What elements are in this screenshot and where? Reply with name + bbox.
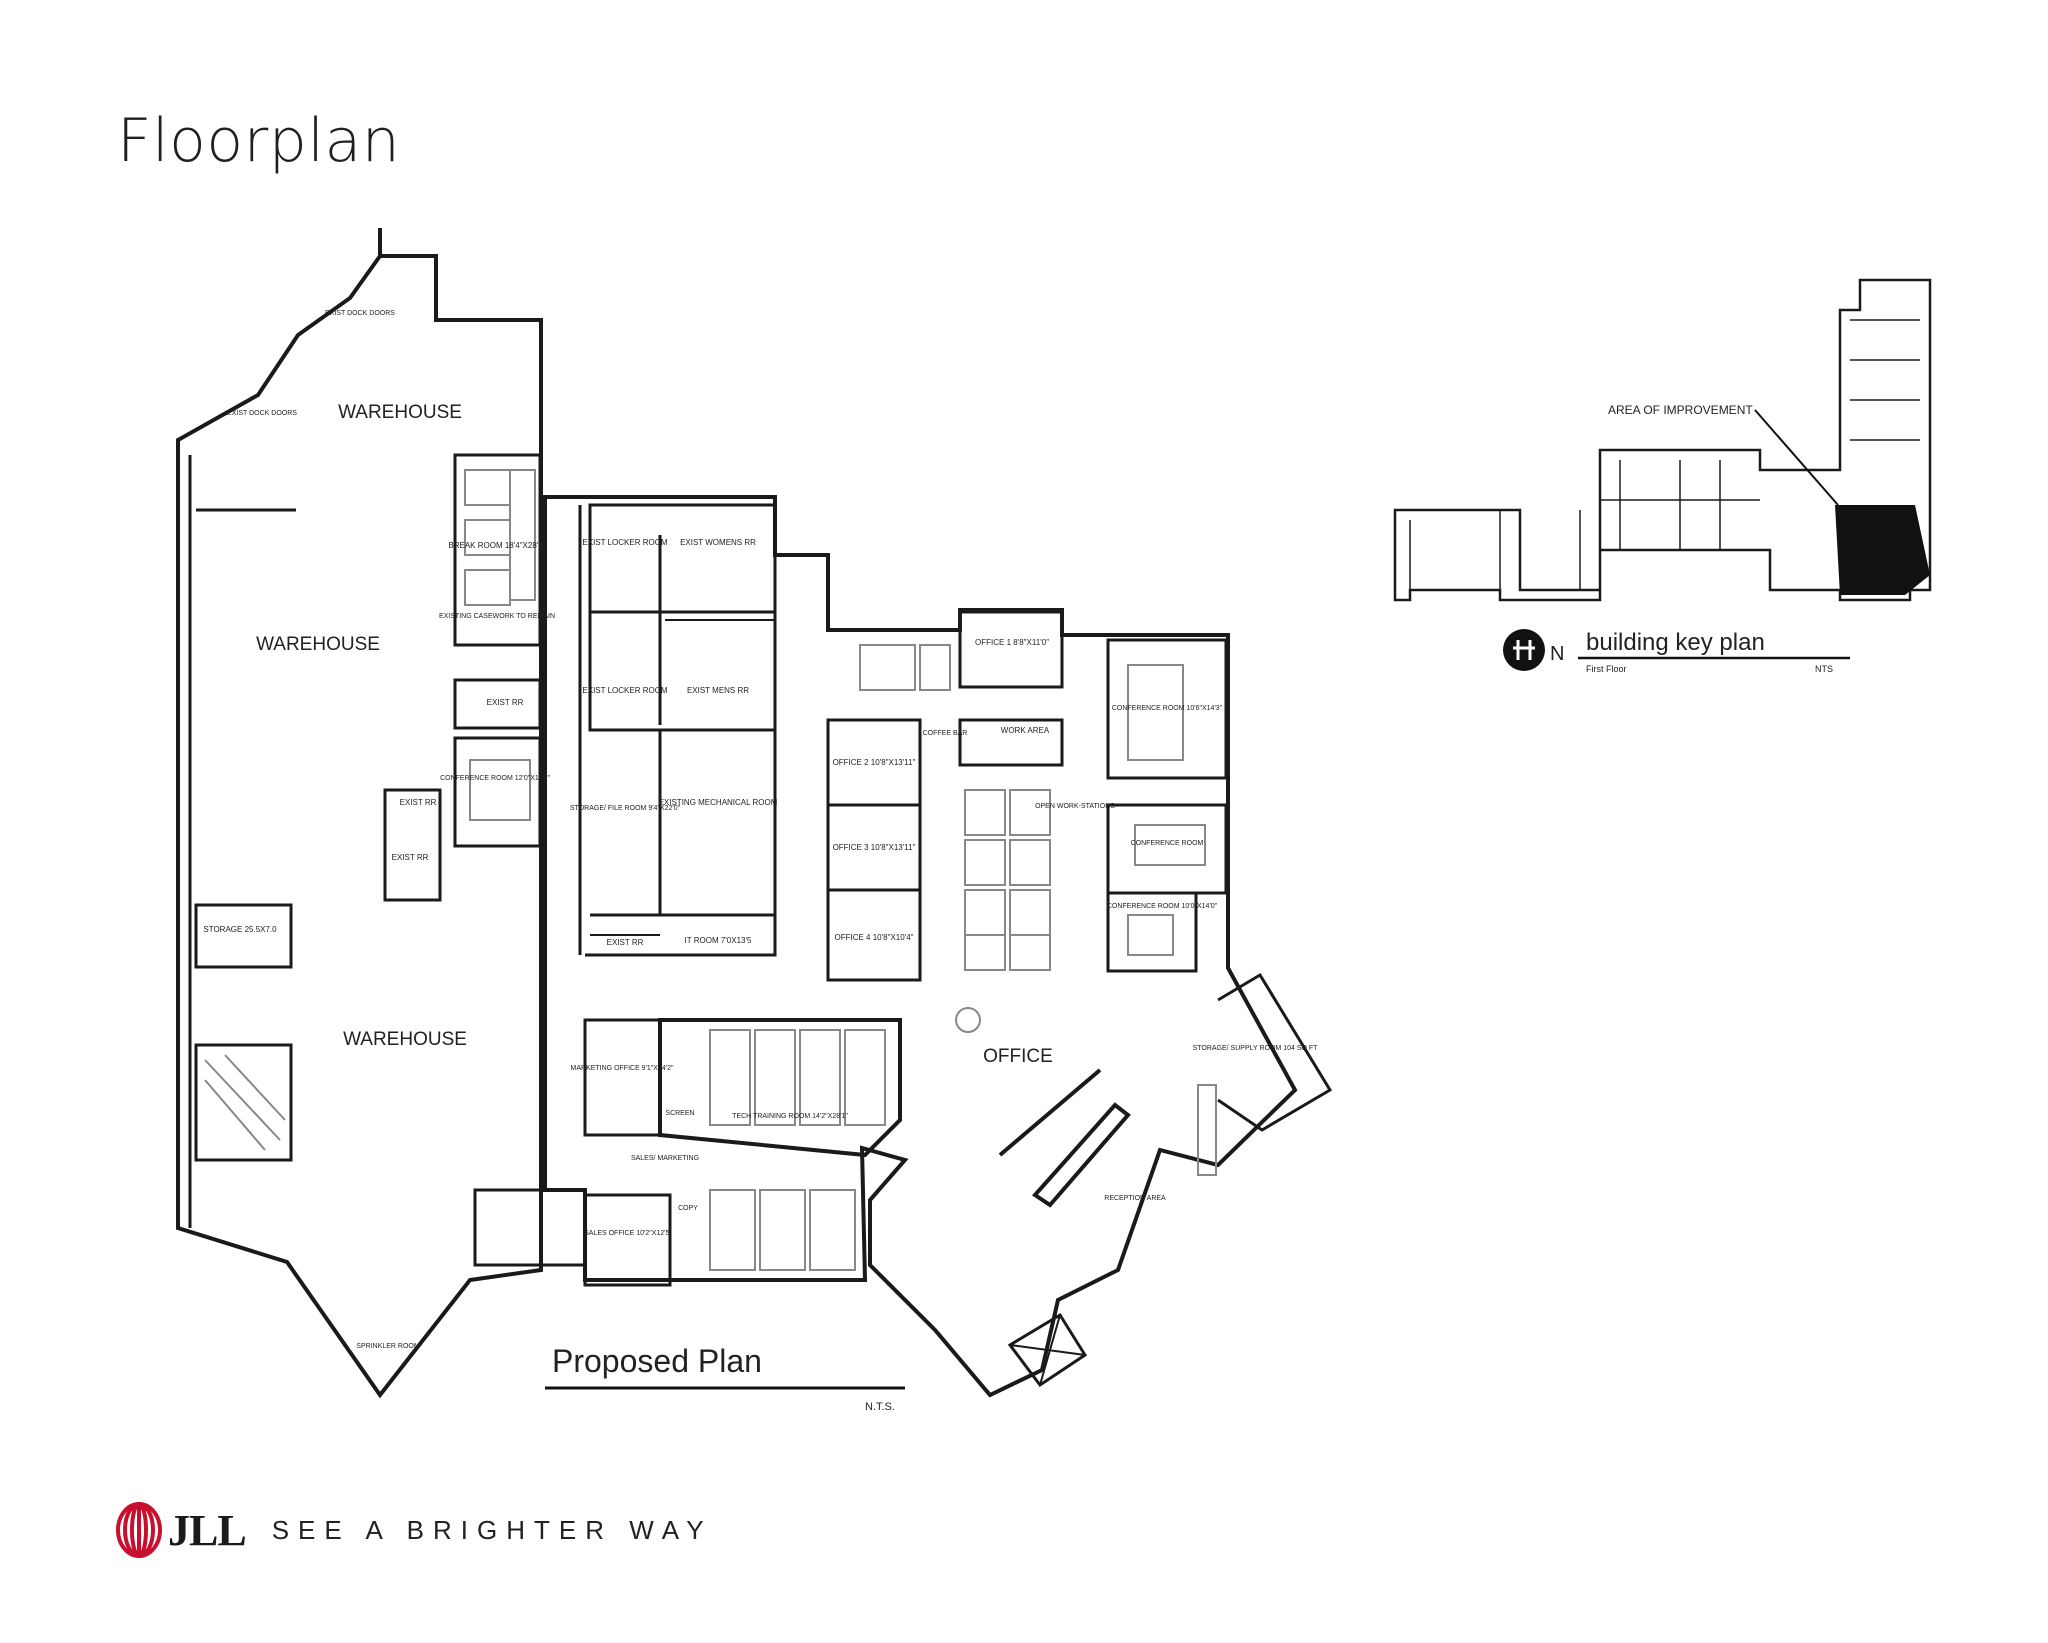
area-of-improvement-hatch xyxy=(1835,505,1930,595)
room-label-tech-training-room: TECH TRAINING ROOM 14'2"X28'1" xyxy=(732,1113,848,1120)
brand-tagline: SEE A BRIGHTER WAY xyxy=(271,1514,713,1545)
page-title: Floorplan xyxy=(117,106,401,176)
key-plan-drawing xyxy=(1393,278,1932,602)
room-label-conference-room-a: CONFERENCE ROOM 10'6"X14'3" xyxy=(1112,705,1223,712)
proposed-plan-title: Proposed Plan xyxy=(552,1343,762,1379)
room-label-coffee-bar: COFFEE BAR xyxy=(923,730,968,737)
room-label-office-3: OFFICE 3 10'8"X13'11" xyxy=(833,843,916,852)
room-label-existing-mechanical-room: EXISTING MECHANICAL ROOM xyxy=(659,798,778,807)
key-plan-callout: AREA OF IMPROVEMENT xyxy=(1608,403,1753,417)
furniture xyxy=(204,469,1217,1271)
room-label-sales-marketing: SALES/ MARKETING xyxy=(631,1155,699,1162)
room-label-warehouse-bottom: WAREHOUSE xyxy=(343,1029,467,1050)
jll-logo-icon xyxy=(116,1502,162,1558)
room-label-existing-dock-doors-a: EXIST DOCK DOORS xyxy=(325,310,395,317)
room-label-storage-supply-room: STORAGE/ SUPPLY ROOM 104 SQ FT xyxy=(1193,1045,1319,1052)
room-label-conference-room-d: CONFERENCE ROOM 12'0"X11'4" xyxy=(440,775,550,782)
key-plan-title: building key plan xyxy=(1586,629,1765,656)
room-label-storage-file-room: STORAGE/ FILE ROOM 9'4"X22'0" xyxy=(570,805,681,812)
proposed-plan-walls xyxy=(176,228,1333,1399)
room-label-break-room: BREAK ROOM 18'4"X28'8" xyxy=(448,541,545,550)
callout-leader xyxy=(1754,409,1839,506)
north-arrow-icon xyxy=(1503,629,1545,671)
footer: JLL SEE A BRIGHTER WAY xyxy=(116,1500,713,1560)
room-label-existing-dock-doors-b: EXIST DOCK DOORS xyxy=(227,410,297,417)
room-label-marketing-office: MARKETING OFFICE 9'1"X14'2" xyxy=(571,1065,674,1072)
room-label-open-workstations: OPEN WORK-STATIONS xyxy=(1035,803,1115,810)
room-label-office-1: OFFICE 1 8'8"X11'0" xyxy=(975,638,1049,647)
room-label-existing-rr-small: EXIST RR xyxy=(607,938,644,947)
room-label-work-area: WORK AREA xyxy=(1001,726,1050,735)
room-label-existing-rr-c: EXIST RR xyxy=(392,853,429,862)
room-label-copy: COPY xyxy=(678,1205,698,1212)
room-label-existing-rr-a: EXIST RR xyxy=(487,698,524,707)
key-plan-north-label: N xyxy=(1550,643,1564,665)
room-label-warehouse-top: WAREHOUSE xyxy=(338,402,462,423)
room-label-office-2: OFFICE 2 10'8"X13'11" xyxy=(833,758,916,767)
room-label-existing-casework: EXISTING CASEWORK TO REMAIN xyxy=(439,613,555,620)
room-label-existing-rr-b: EXIST RR xyxy=(400,798,437,807)
room-label-conference-room-c: CONFERENCE ROOM 10'0"X14'0" xyxy=(1107,903,1218,910)
room-label-reception-area: RECEPTION AREA xyxy=(1104,1195,1166,1202)
room-labels: WAREHOUSE WAREHOUSE WAREHOUSE OFFICE BRE… xyxy=(203,310,1318,1350)
room-label-office-4: OFFICE 4 10'8"X10'4" xyxy=(835,933,914,942)
room-label-screen: SCREEN xyxy=(665,1110,694,1117)
room-label-storage: STORAGE 25.5X7.0 xyxy=(203,925,277,934)
room-label-sales-office: SALES OFFICE 10'2"X12'5" xyxy=(584,1230,672,1237)
room-label-existing-locker-room-bottom: EXIST LOCKER ROOM xyxy=(582,686,668,695)
room-label-warehouse-mid: WAREHOUSE xyxy=(256,634,380,655)
room-label-sprinkler-room: SPRINKLER ROOM xyxy=(356,1343,420,1350)
proposed-plan-scale: N.T.S. xyxy=(865,1401,895,1413)
room-label-office: OFFICE xyxy=(983,1046,1053,1067)
room-label-it-room: IT ROOM 7'0X13'5 xyxy=(685,936,752,945)
key-plan-floor-label: First Floor xyxy=(1586,664,1627,674)
room-label-conference-room-b: CONFERENCE ROOM xyxy=(1131,840,1204,847)
room-label-existing-mens-rr: EXIST MENS RR xyxy=(687,686,749,695)
room-label-existing-womens-rr: EXIST WOMENS RR xyxy=(680,538,756,547)
key-plan-scale: NTS xyxy=(1815,664,1833,674)
brand-name: JLL xyxy=(168,1505,247,1555)
room-label-existing-locker-room-top: EXIST LOCKER ROOM xyxy=(582,538,668,547)
